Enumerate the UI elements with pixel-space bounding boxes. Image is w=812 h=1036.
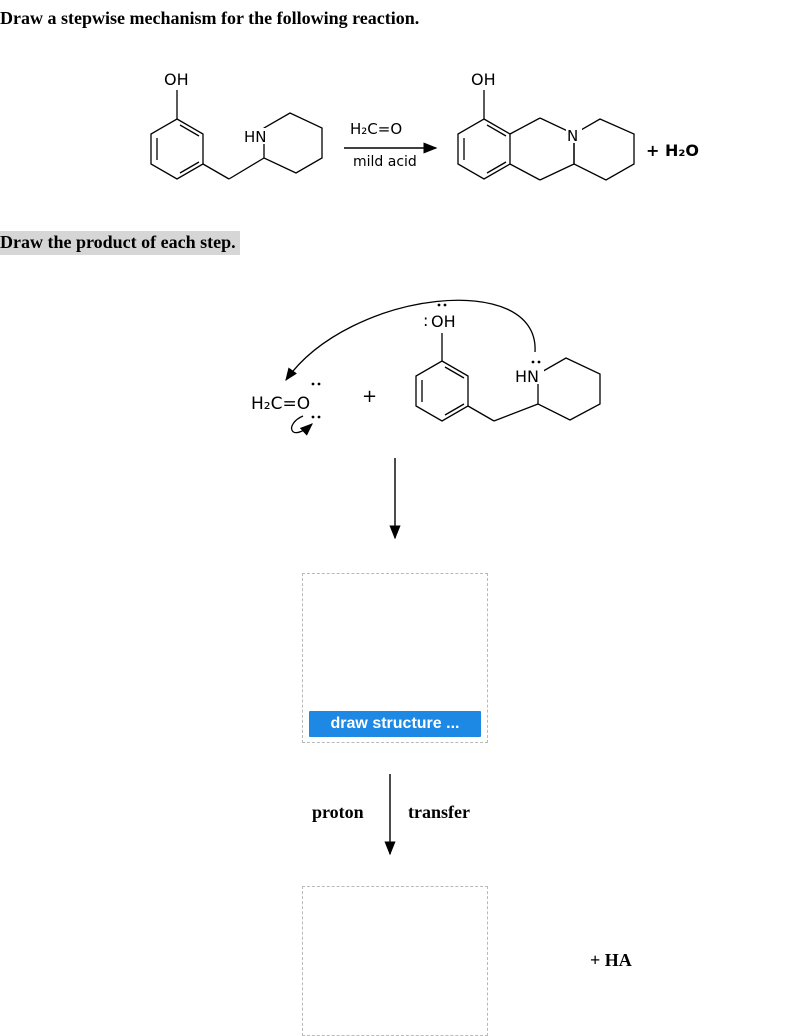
piperidine-ring — [263, 112, 323, 174]
byproduct-water: + H₂O — [646, 141, 699, 160]
step-label-proton: proton — [312, 802, 364, 822]
side-product-ha: + HA — [590, 950, 632, 970]
nucleophilic-attack-arrow — [285, 299, 536, 382]
product-molecule — [457, 90, 635, 181]
oxygen-lone-pairs — [311, 382, 321, 419]
oh-lone-pair-left: : — [423, 311, 428, 330]
quinolizidine-ring — [573, 118, 635, 181]
instruction-text: Draw a stepwise mechanism for the follow… — [0, 8, 420, 28]
structure-drop-box-1[interactable]: draw structure ... — [302, 573, 488, 743]
oh-lone-pair-top — [437, 303, 447, 307]
draw-structure-button[interactable]: draw structure ... — [309, 711, 481, 737]
pi-bond-arrow — [291, 415, 313, 436]
reactant-oh-label: OH — [164, 70, 189, 89]
mechanism-piperidine-ring — [537, 357, 601, 421]
reactant-molecule — [150, 90, 323, 180]
plus-sign: + — [362, 386, 377, 407]
subinstruction-text: Draw the product of each step. — [0, 231, 240, 255]
mechanism-reactant-molecule — [415, 333, 601, 422]
structure-drop-box-2[interactable] — [302, 886, 488, 1036]
reactant-hn-label: HN — [244, 128, 267, 146]
reagent-condition: mild acid — [353, 154, 417, 170]
step-label-transfer: transfer — [408, 802, 470, 822]
nitrogen-lone-pair — [531, 360, 541, 364]
mechanism-oh-label: OH — [431, 312, 456, 331]
reagent-formaldehyde: H₂C=O — [350, 120, 402, 138]
product-oh-label: OH — [471, 70, 496, 89]
mechanism-hn-label: HN — [515, 367, 539, 386]
product-n-label: N — [567, 127, 578, 145]
formaldehyde-label: H₂C=O — [251, 394, 310, 414]
